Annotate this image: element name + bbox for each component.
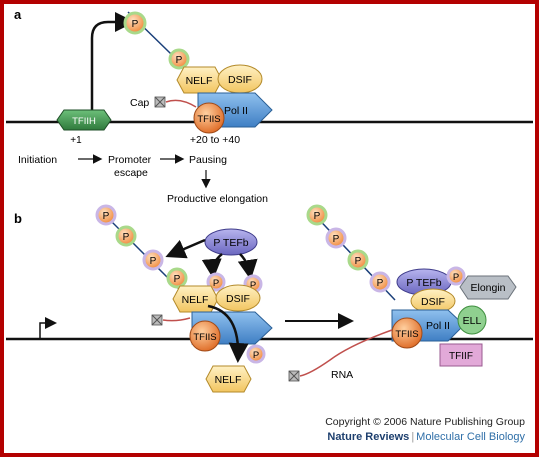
elongin: Elongin — [459, 275, 517, 300]
journal-name: Nature Reviews — [327, 431, 410, 443]
panel-a-label: a — [14, 7, 22, 22]
phospho-b3: P — [142, 249, 164, 271]
svg-text:P: P — [250, 280, 256, 291]
svg-text:P TEFb: P TEFb — [213, 237, 248, 249]
phospho-b4: P — [166, 267, 188, 289]
p-tefb-b: P TEFb — [204, 228, 258, 256]
svg-text:P: P — [213, 278, 219, 289]
step-promoter: Promoter — [108, 154, 152, 166]
transcription-arrow-a — [84, 12, 135, 114]
svg-text:DSIF: DSIF — [228, 74, 252, 86]
step-pausing: Pausing — [189, 154, 227, 166]
dsif-complex-a: DSIF — [217, 64, 263, 94]
phospho-b8: P — [306, 204, 328, 226]
phospho-a2: P — [168, 48, 190, 70]
svg-text:P: P — [150, 256, 157, 267]
svg-text:P: P — [314, 211, 321, 222]
svg-text:P: P — [176, 55, 183, 66]
nelf-complex-b: NELF — [172, 285, 219, 313]
tss-arrow-b — [39, 317, 57, 339]
copyright-text: Copyright © 2006 Nature Publishing Group — [325, 416, 525, 428]
svg-text:Elongin: Elongin — [470, 282, 505, 294]
phospho-b11: P — [369, 271, 391, 293]
plus-one-label: +1 — [70, 135, 82, 146]
svg-text:P TEFb: P TEFb — [406, 277, 441, 289]
position-range-label: +20 to +40 — [190, 134, 240, 146]
svg-text:P: P — [377, 278, 384, 289]
step-escape: escape — [114, 167, 148, 179]
phospho-b9: P — [325, 227, 347, 249]
svg-text:P: P — [132, 19, 139, 30]
svg-text:TFIIF: TFIIF — [449, 351, 473, 362]
tfiis-b-left: TFIIS — [189, 320, 221, 352]
svg-text:TFIIH: TFIIH — [72, 116, 96, 127]
tfiis-b-right: TFIIS — [391, 317, 423, 349]
step-initiation: Initiation — [18, 154, 57, 166]
svg-text:P: P — [333, 234, 340, 245]
rna-label: RNA — [331, 369, 353, 381]
dsif-complex-b-right: DSIF — [410, 288, 456, 314]
cap-symbol-a — [154, 96, 166, 108]
rna-b-left — [162, 317, 191, 322]
svg-text:DSIF: DSIF — [421, 296, 445, 308]
svg-text:TFIIS: TFIIS — [193, 332, 216, 343]
svg-text:P: P — [453, 272, 459, 283]
brand-separator: | — [411, 431, 415, 443]
step-productive: Productive elongation — [167, 193, 268, 205]
svg-text:TFIIS: TFIIS — [197, 114, 220, 125]
dsif-complex-b: DSIF — [215, 284, 261, 312]
transcription-diagram: a TFIIH +1 P P NELF DSIF Pol II Cap — [6, 7, 533, 393]
tfiis-a: TFIIS — [193, 102, 225, 134]
svg-text:DSIF: DSIF — [226, 293, 250, 305]
svg-text:P: P — [174, 274, 181, 285]
journal-subtitle: Molecular Cell Biology — [416, 431, 525, 443]
cap-symbol-b-right — [288, 370, 300, 382]
nelf-complex-a: NELF — [176, 66, 223, 94]
phospho-b7: P — [246, 344, 266, 364]
svg-text:Pol II: Pol II — [224, 105, 248, 117]
phospho-b1: P — [95, 204, 117, 226]
phospho-a1: P — [123, 11, 147, 35]
svg-text:TFIIS: TFIIS — [395, 329, 418, 340]
svg-text:P: P — [103, 211, 110, 222]
svg-text:NELF: NELF — [215, 374, 242, 386]
footer: Copyright © 2006 Nature Publishing Group… — [325, 415, 525, 445]
ell: ELL — [457, 305, 487, 335]
phospho-b5: P — [206, 272, 226, 292]
nelf-release-arrow — [207, 304, 249, 363]
rna-b-right — [299, 329, 393, 377]
svg-text:Pol II: Pol II — [426, 320, 450, 332]
svg-text:NELF: NELF — [186, 75, 213, 87]
panel-b-label: b — [14, 211, 22, 226]
tfiih-factor: TFIIH — [56, 109, 112, 131]
ptefb-arrow-nelf — [201, 253, 223, 279]
released-nelf: NELF — [205, 365, 252, 393]
svg-text:P: P — [253, 350, 259, 361]
svg-text:ELL: ELL — [463, 315, 482, 327]
svg-text:NELF: NELF — [182, 294, 209, 306]
ptefb-arrow-tail — [165, 238, 206, 259]
phospho-b10: P — [347, 249, 369, 271]
ptefb-arrow-dsif — [237, 253, 258, 280]
svg-text:P: P — [123, 232, 130, 243]
rna-a — [165, 99, 197, 108]
journal-brand: Nature Reviews|Molecular Cell Biology — [325, 430, 525, 445]
tfiif: TFIIF — [439, 343, 483, 367]
phospho-b2: P — [115, 225, 137, 247]
svg-text:P: P — [355, 256, 362, 267]
cap-symbol-b-left — [151, 314, 163, 326]
phospho-b12: P — [446, 266, 466, 286]
cap-label: Cap — [130, 97, 149, 109]
